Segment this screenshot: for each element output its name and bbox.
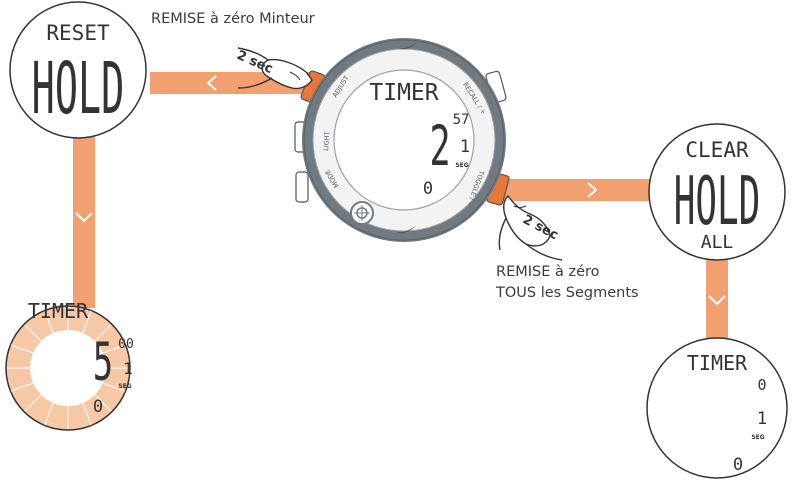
- watch-screen-title: TIMER: [369, 80, 438, 106]
- chevron-down-icon: [708, 295, 726, 306]
- hold-label: HOLD: [674, 162, 761, 240]
- mode-side-button[interactable]: [295, 171, 309, 203]
- timer-bottom-digit: 0: [93, 397, 103, 417]
- timer-main-digit: 5: [93, 332, 113, 393]
- timer-bottom-digit: 0: [733, 455, 743, 475]
- clear-hold-all-display: CLEAR HOLD ALL: [648, 123, 786, 261]
- timer-top-digit: 0: [757, 376, 766, 394]
- arrow-band-watch-to-clear: [500, 179, 652, 201]
- chevron-right-icon: [587, 182, 598, 198]
- timer-reset-result-display: TIMER 5 00 1 SEG 0: [5, 299, 134, 431]
- chevron-left-icon: [206, 75, 217, 91]
- clear-label: CLEAR: [685, 138, 749, 162]
- caption-reset-timer: REMISE à zéro Minteur: [151, 11, 315, 27]
- all-label: ALL: [701, 232, 734, 253]
- timer-title: TIMER: [687, 351, 748, 375]
- watch-screen-superscript: 57: [453, 112, 470, 128]
- watch-lcd: [333, 69, 475, 211]
- arrow-band-reset-down: [73, 128, 95, 308]
- timer-clear-result-display: TIMER 0 1 SEG 0: [646, 337, 788, 479]
- timer-segment-number: 1: [123, 359, 133, 378]
- lcd-segment-ring: [7, 307, 129, 429]
- reset-hold-display: RESET HOLD: [9, 1, 147, 139]
- chevron-down-icon: [75, 212, 93, 223]
- watch-screen-bottom-digit: 0: [423, 179, 433, 199]
- brand-swoosh-icon: [394, 226, 416, 234]
- watch-screen-segment-label: SEG: [455, 162, 468, 169]
- caption-reset-all-line1: REMISE à zéro: [496, 264, 600, 280]
- timer-segment-label: SEG: [118, 383, 131, 390]
- hold-label: HOLD: [32, 47, 125, 130]
- caption-reset-all-line2: TOUS les Segments: [496, 285, 639, 301]
- reset-label: RESET: [46, 21, 110, 45]
- light-label: LIGHT: [322, 131, 331, 151]
- timer-segment-number: 1: [757, 409, 767, 429]
- timer-title: TIMER: [28, 299, 89, 323]
- watch: ADJUST LIGHT MODE RECALL / + TOGGLE / – …: [294, 38, 510, 242]
- watch-screen-segment-number: 1: [460, 137, 470, 157]
- connector-arrows: [73, 72, 728, 354]
- brand-swoosh-icon: [396, 42, 418, 50]
- watch-screen-main-digit: 2: [429, 114, 450, 178]
- pressing-hand-bottom: 2 sec: [498, 194, 563, 261]
- timer-superscript: 00: [118, 337, 134, 352]
- timer-segment-label: SEG: [751, 434, 764, 441]
